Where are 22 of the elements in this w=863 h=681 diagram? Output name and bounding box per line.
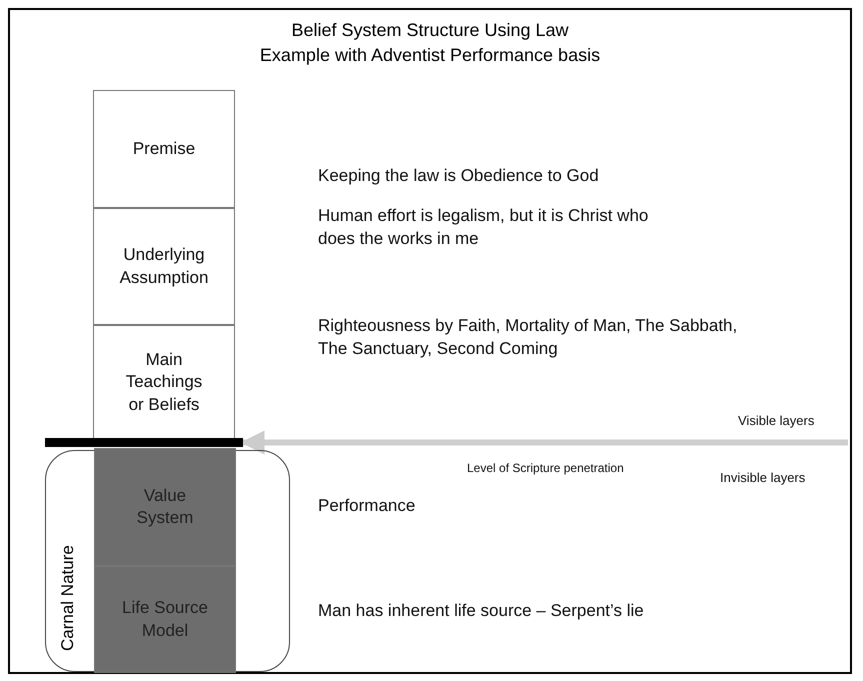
layer-label: Value System: [136, 484, 194, 529]
layer-box: [93, 90, 235, 208]
layer-description: Performance: [318, 495, 416, 517]
layer-label: Life Source Model: [121, 597, 209, 642]
layer-zone-label: Visible layers: [738, 413, 814, 428]
layer-box: [94, 566, 236, 673]
diagram-title: Belief System Structure Using Law Example with Adventist Performance basis: [258, 19, 602, 68]
layer-description: Man has inherent life source – Serpent’s lie: [318, 600, 645, 622]
layer-description: Righteousness by Faith, Mortality of Man, The Sabbath, The Sanctuary, Second Coming: [318, 315, 738, 360]
layer-label: Underlying Assumption: [118, 244, 210, 288]
layer-description: Human effort is legalism, but it is Christ who does the works in me: [318, 205, 650, 250]
arrow: [240, 430, 848, 454]
level-bar: [45, 438, 243, 447]
layer-label: Premise: [132, 138, 196, 160]
layer-label: Main Teachings or Beliefs: [124, 349, 204, 416]
edge-label: Level of Scripture penetration: [467, 461, 624, 475]
layer-zone-label: Invisible layers: [720, 470, 806, 485]
layer-box: [94, 448, 236, 566]
layer-box: [93, 208, 235, 325]
rounded-bracket-box: [45, 450, 290, 672]
layer-description: Keeping the law is Obedience to God: [318, 165, 600, 187]
vertical-label: Carnal Nature: [58, 545, 78, 651]
